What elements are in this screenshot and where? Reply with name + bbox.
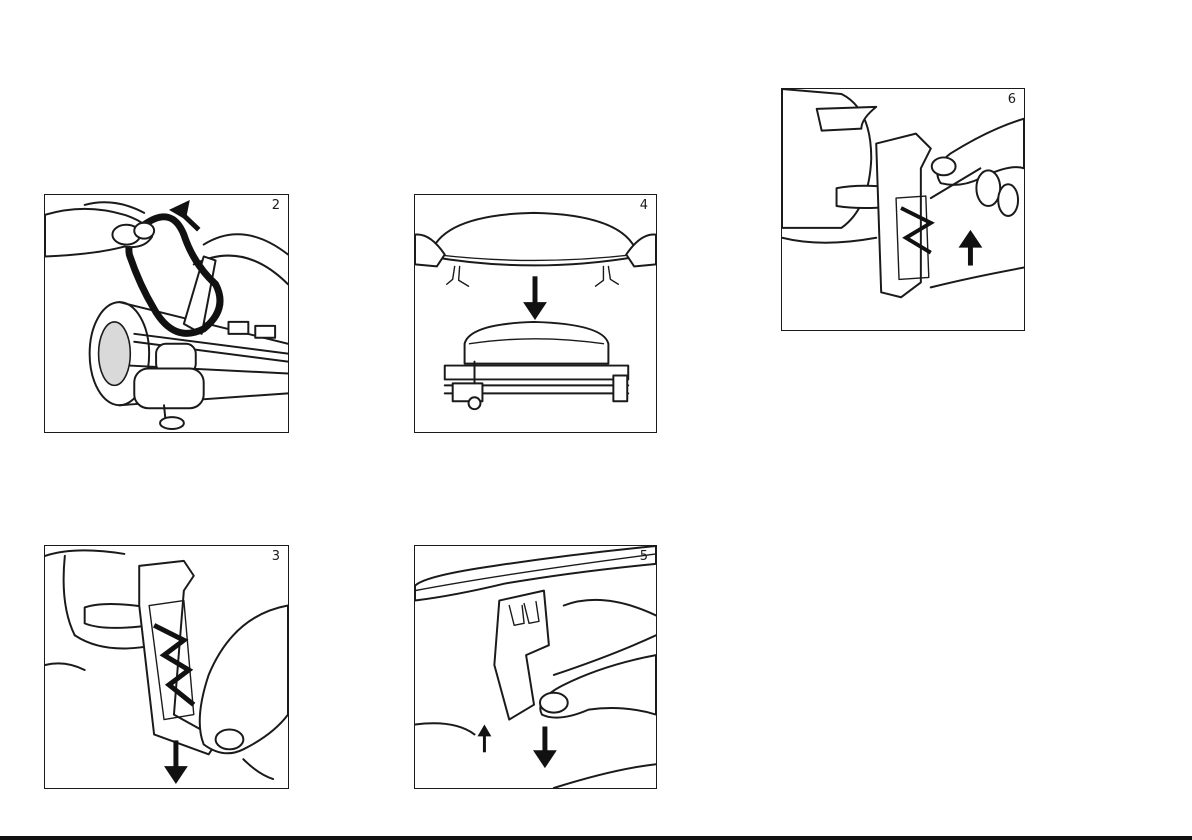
illustration-panel-5: 5 [414, 545, 657, 789]
cover-lowering-illustration-icon [415, 195, 656, 432]
illustration-panel-3: 3 [44, 545, 289, 789]
bracket-push-up-illustration-icon [782, 89, 1024, 330]
step-number-3: 3 [272, 550, 280, 563]
rubber-band-removal-illustration-icon [45, 195, 288, 432]
illustration-panel-2: 2 [44, 194, 289, 433]
illustration-panel-4: 4 [414, 194, 657, 433]
bottom-rule [0, 836, 1192, 840]
step-number-6: 6 [1008, 93, 1016, 106]
latch-release-illustration-icon [415, 546, 656, 788]
step-number-5: 5 [640, 550, 648, 563]
bracket-pull-down-illustration-icon [45, 546, 288, 788]
step-number-2: 2 [272, 199, 280, 212]
step-number-4: 4 [640, 199, 648, 212]
illustration-panel-6: 6 [781, 88, 1025, 331]
